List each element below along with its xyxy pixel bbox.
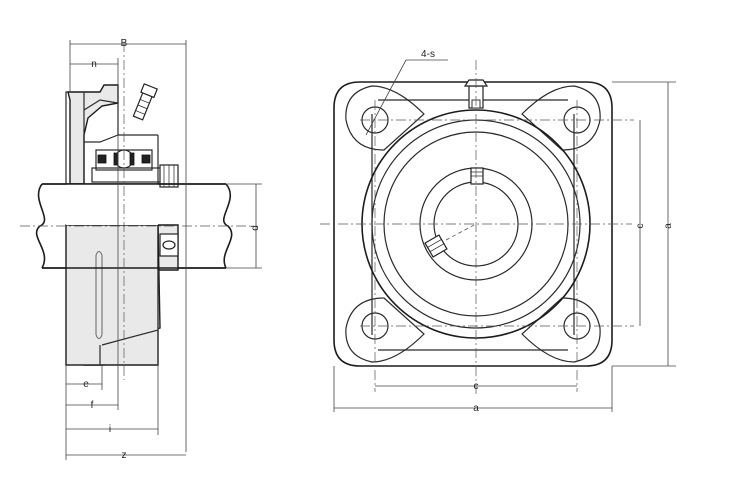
housing-lower-block — [65, 224, 159, 366]
housing-flange — [67, 84, 119, 185]
dim-a-horizontal: a — [473, 403, 479, 414]
dim-c-vertical: c — [635, 224, 646, 229]
dim-i: i — [109, 424, 111, 435]
lug-bottom-left — [345, 297, 425, 363]
set-screw-top — [470, 167, 484, 185]
lug-top-left — [345, 85, 425, 151]
dim-z: z — [122, 450, 127, 461]
lug-top-right — [521, 85, 601, 151]
dim-d: d — [250, 225, 261, 231]
flange-outline — [333, 81, 613, 367]
dim-4s: 4-s — [421, 49, 435, 60]
side-view: B n d e f i z — [20, 38, 262, 461]
dim-n: n — [91, 59, 97, 70]
dim-a-vertical: a — [663, 223, 674, 229]
dim-f: f — [91, 400, 94, 411]
front-view: 4-s c a c a — [320, 49, 676, 414]
dim-B: B — [121, 38, 128, 49]
grease-fitting-side — [132, 83, 159, 121]
set-screw-side — [159, 164, 179, 257]
dim-e: e — [83, 379, 89, 390]
dim-c-horizontal: c — [474, 381, 479, 392]
set-screw-angled — [424, 234, 448, 258]
lug-bottom-right — [521, 297, 601, 363]
